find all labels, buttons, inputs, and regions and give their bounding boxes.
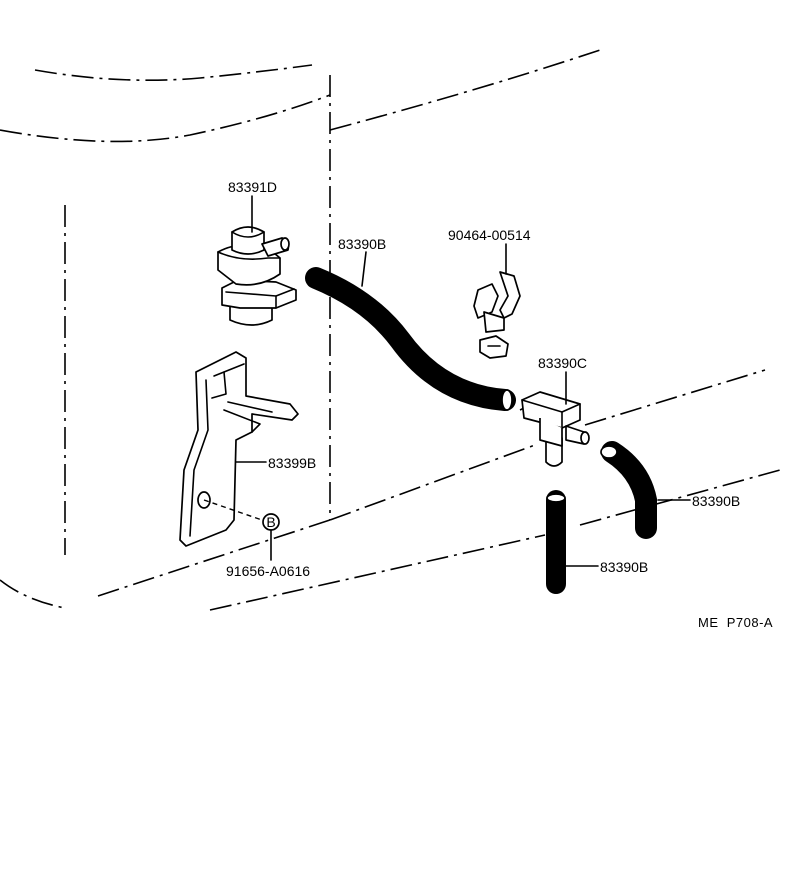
body-outline — [0, 49, 781, 611]
label-hose-lower: 83390B — [600, 559, 648, 575]
bolt-marker-letter: B — [266, 514, 275, 530]
hose-right — [600, 441, 657, 539]
label-bolt: 91656-A0616 — [226, 563, 310, 579]
three-way-connector — [521, 391, 590, 467]
label-hose-right: 83390B — [692, 493, 740, 509]
mounting-bracket — [179, 351, 299, 547]
label-connector: 83390C — [538, 355, 587, 371]
vacuum-valve — [217, 226, 297, 326]
leader-lines — [235, 195, 691, 567]
hose-lower — [546, 490, 566, 594]
label-clamp: 90464-00514 — [448, 227, 531, 243]
hose-upper — [305, 267, 516, 411]
label-vsv: 83391D — [228, 179, 277, 195]
hose-clamp — [473, 271, 521, 359]
label-bracket: 83399B — [268, 455, 316, 471]
label-hose-upper: 83390B — [338, 236, 386, 252]
reference-code: ME P708-A — [698, 615, 773, 630]
